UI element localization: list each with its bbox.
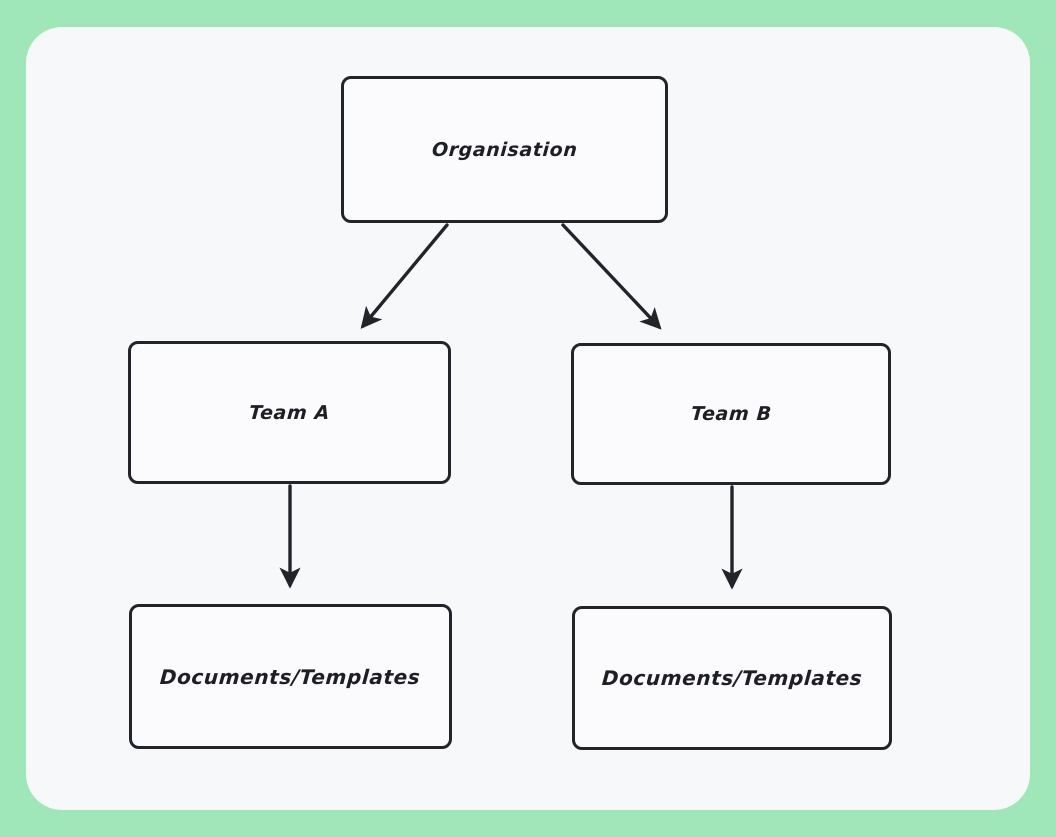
node-documents-templates-a-label: Documents/Templates <box>159 664 422 689</box>
node-organisation[interactable]: Organisation <box>341 76 668 223</box>
edge-organisation-to-team-a <box>360 223 449 329</box>
node-team-b[interactable]: Team B <box>571 343 891 485</box>
node-documents-templates-b-label: Documents/Templates <box>600 666 864 690</box>
edge-organisation-to-team-b <box>561 223 662 330</box>
node-documents-templates-b[interactable]: Documents/Templates <box>572 606 892 750</box>
node-team-a[interactable]: Team A <box>128 341 451 484</box>
node-documents-templates-a[interactable]: Documents/Templates <box>129 604 452 749</box>
node-team-b-label: Team B <box>689 403 773 425</box>
node-organisation-label: Organisation <box>430 138 579 161</box>
node-team-a-label: Team A <box>248 401 331 424</box>
